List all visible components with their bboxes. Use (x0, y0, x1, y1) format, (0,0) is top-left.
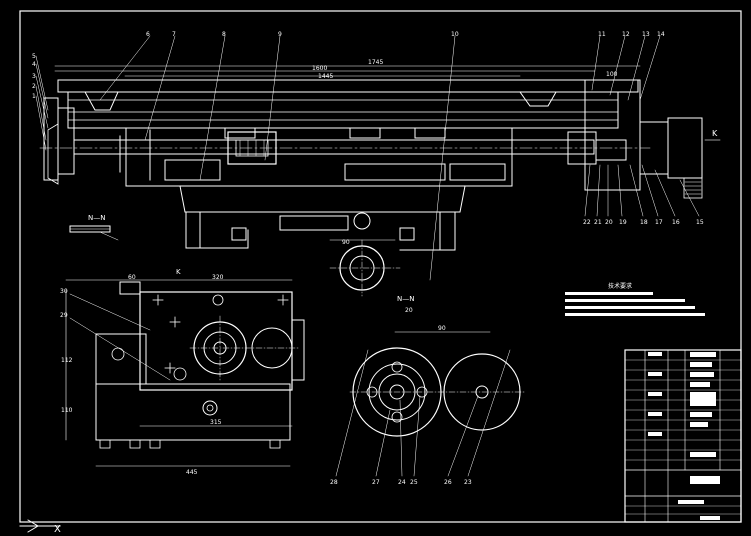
dim-gear-90: 90 (342, 239, 350, 246)
dim-1745: 1745 (368, 59, 383, 66)
callout-1: 1 (32, 93, 36, 100)
callout-27: 27 (372, 479, 380, 486)
callout-13: 13 (642, 31, 650, 38)
callout-25: 25 (410, 479, 418, 486)
gear-detail-view: 90 28 27 24 25 26 23 (330, 325, 526, 486)
drawing-border (19, 10, 742, 523)
main-assembly-view: 1745 1600 1445 100 (32, 31, 721, 314)
callout-23: 23 (464, 479, 472, 486)
dim-90-gear: 90 (438, 325, 446, 332)
plan-view: K 60 320 (60, 268, 305, 476)
nn-section-view: N—N (69, 214, 119, 241)
dim-60: 60 (128, 274, 136, 281)
dim-320: 320 (212, 274, 224, 281)
title-block (624, 349, 742, 523)
lower-carriage (179, 185, 466, 213)
callout-7: 7 (172, 31, 176, 38)
upper-rail (57, 79, 639, 93)
left-wedge (84, 91, 119, 111)
callout-10: 10 (451, 31, 459, 38)
callout-12: 12 (622, 31, 630, 38)
right-slider-block (449, 163, 506, 181)
callout-9: 9 (278, 31, 282, 38)
callout-8: 8 (222, 31, 226, 38)
left-motor-flange (47, 123, 59, 185)
callout-24: 24 (398, 479, 406, 486)
center-bolt-block (279, 215, 349, 231)
column-body (67, 91, 619, 129)
callout-4: 4 (32, 61, 36, 68)
callout-29: 29 (60, 312, 68, 319)
left-slider-block (164, 159, 221, 181)
center-slider-block (344, 163, 446, 181)
callout-26: 26 (444, 479, 452, 486)
ball-nut (235, 139, 269, 157)
note-line-2 (565, 299, 685, 302)
key-slot-1 (349, 127, 381, 139)
plan-feet (99, 439, 281, 449)
dim-20: 20 (405, 307, 413, 314)
notes-title: 技术要求 (608, 282, 632, 290)
dim-315: 315 (210, 419, 222, 426)
dim-445: 445 (186, 469, 198, 476)
motor-connector (683, 177, 703, 199)
plan-hole-marks (152, 294, 289, 374)
key-slot-3 (224, 127, 256, 139)
dim-112: 112 (61, 357, 73, 364)
callout-11: 11 (598, 31, 606, 38)
title-block-text-blocks (648, 352, 720, 520)
callout-21: 21 (594, 219, 602, 226)
ucs-arrow-icon (27, 519, 39, 533)
nut-housing (227, 131, 277, 165)
callout-17: 17 (655, 219, 663, 226)
ucs-x-label: X (54, 524, 61, 535)
callout-30: 30 (60, 288, 68, 295)
callout-18: 18 (640, 219, 648, 226)
servo-motor (667, 117, 703, 179)
dim-1445: 1445 (318, 73, 333, 80)
dim-110: 110 (61, 407, 73, 414)
callout-3: 3 (32, 73, 36, 80)
right-wedge (519, 91, 557, 107)
callout-19: 19 (619, 219, 627, 226)
callout-22: 22 (583, 219, 591, 226)
note-line-3 (565, 306, 695, 309)
callout-6: 6 (146, 31, 150, 38)
callout-16: 16 (672, 219, 680, 226)
callout-5: 5 (32, 53, 36, 60)
nn-label-bottom: N—N (397, 295, 414, 303)
bolt-circle (353, 212, 371, 230)
note-line-1 (565, 292, 653, 295)
nn-label-top: N—N (88, 214, 105, 222)
section-k-top: K (176, 268, 181, 276)
callout-15: 15 (696, 219, 704, 226)
key-slot-2 (414, 127, 446, 139)
dim-100: 100 (606, 71, 618, 78)
dim-1600: 1600 (312, 65, 327, 72)
section-k-right: K (712, 129, 718, 138)
callout-28: 28 (330, 479, 338, 486)
note-line-4 (565, 313, 705, 316)
callout-2: 2 (32, 83, 36, 90)
coupling-inner (595, 139, 627, 161)
carriage-legs (185, 211, 456, 251)
callout-14: 14 (657, 31, 665, 38)
technical-notes: 技术要求 (565, 282, 705, 316)
ball-screw (73, 139, 595, 155)
slide-table (125, 127, 513, 187)
callout-20: 20 (605, 219, 613, 226)
right-motor-mount (584, 79, 641, 191)
plan-lower-block (95, 383, 291, 441)
left-bearing-housing (57, 107, 75, 175)
